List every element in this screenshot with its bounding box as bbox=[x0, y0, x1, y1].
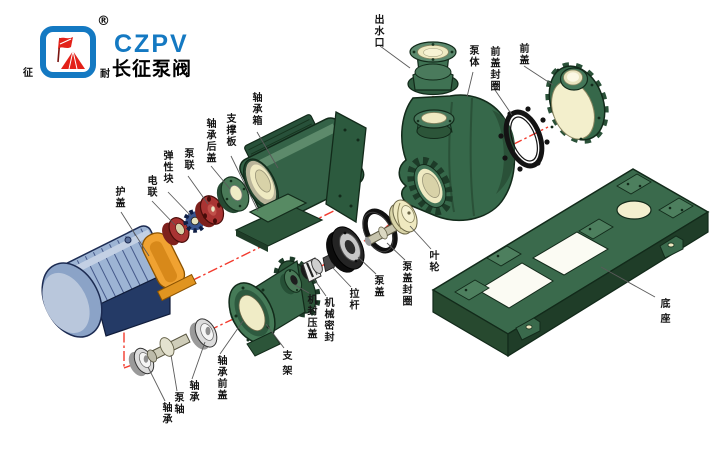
label-bracket: 支架 bbox=[280, 350, 291, 380]
label-motor-coupling: 电联 bbox=[145, 175, 156, 198]
label-pump-coupling: 泵联 bbox=[182, 148, 193, 171]
pump-coupling bbox=[195, 195, 225, 228]
label-pump-cover-seal-ring: 泵盖封圈 bbox=[400, 261, 411, 307]
label-pump-cover: 泵盖 bbox=[372, 275, 383, 298]
label-outlet: 出水口 bbox=[372, 14, 383, 49]
motor bbox=[41, 225, 174, 338]
base-hole-round bbox=[616, 200, 652, 220]
registered-trademark-mark: ® bbox=[97, 14, 110, 29]
impeller bbox=[364, 199, 418, 246]
bearing-left bbox=[128, 347, 155, 377]
pump-body bbox=[398, 94, 516, 222]
front-cover bbox=[545, 62, 609, 144]
label-bearing-rear-cover: 轴承后盖 bbox=[204, 118, 215, 164]
brand-acronym: CZPV bbox=[114, 30, 189, 58]
label-bearing-housing: 轴承箱 bbox=[250, 92, 261, 127]
bearing-rear-cover bbox=[216, 176, 250, 214]
brand-name: 长征泵阀 bbox=[112, 58, 193, 80]
base-plate bbox=[431, 168, 710, 358]
label-tie-rod: 拉杆 bbox=[347, 288, 358, 311]
label-bearing-front-cover: 轴承前盖 bbox=[215, 355, 226, 401]
logo-mark bbox=[40, 26, 96, 78]
label-front-cover-seal-ring: 前盖封圈 bbox=[488, 46, 499, 92]
label-guard-cover: 护盖 bbox=[113, 186, 124, 209]
label-pump-shaft: 泵轴 bbox=[172, 392, 183, 415]
label-bearing-left: 轴承 bbox=[160, 402, 171, 425]
label-front-cover: 前盖 bbox=[517, 43, 528, 66]
label-seal-gland: 机封压盖 bbox=[305, 294, 316, 340]
label-base: 底座 bbox=[658, 298, 669, 328]
mechanical-seal bbox=[300, 257, 323, 283]
label-support-plate: 支撑板 bbox=[224, 113, 235, 148]
pump-cover bbox=[326, 226, 365, 273]
label-elastic-block: 弹性块 bbox=[161, 150, 172, 185]
guard-cover bbox=[141, 232, 197, 302]
bearing-housing bbox=[239, 110, 367, 233]
logo-right-character: 耐 bbox=[100, 69, 110, 80]
label-pump-body: 泵体 bbox=[467, 45, 478, 68]
front-cover-seal-ring bbox=[498, 106, 550, 172]
base-hole-rect-lower bbox=[477, 262, 554, 309]
logo-flag-mountain bbox=[57, 37, 85, 70]
support-plate bbox=[234, 193, 324, 252]
label-mechanical-seal: 机械密封 bbox=[322, 297, 333, 343]
base-hole-rect-upper bbox=[531, 231, 610, 276]
label-impeller: 叶轮 bbox=[427, 250, 438, 273]
pump-shaft bbox=[146, 333, 191, 363]
logo-left-character: 征 bbox=[23, 68, 33, 79]
label-bearing-right: 轴承 bbox=[187, 380, 198, 403]
outlet-spool bbox=[407, 41, 459, 96]
leader-lines bbox=[120, 45, 656, 402]
